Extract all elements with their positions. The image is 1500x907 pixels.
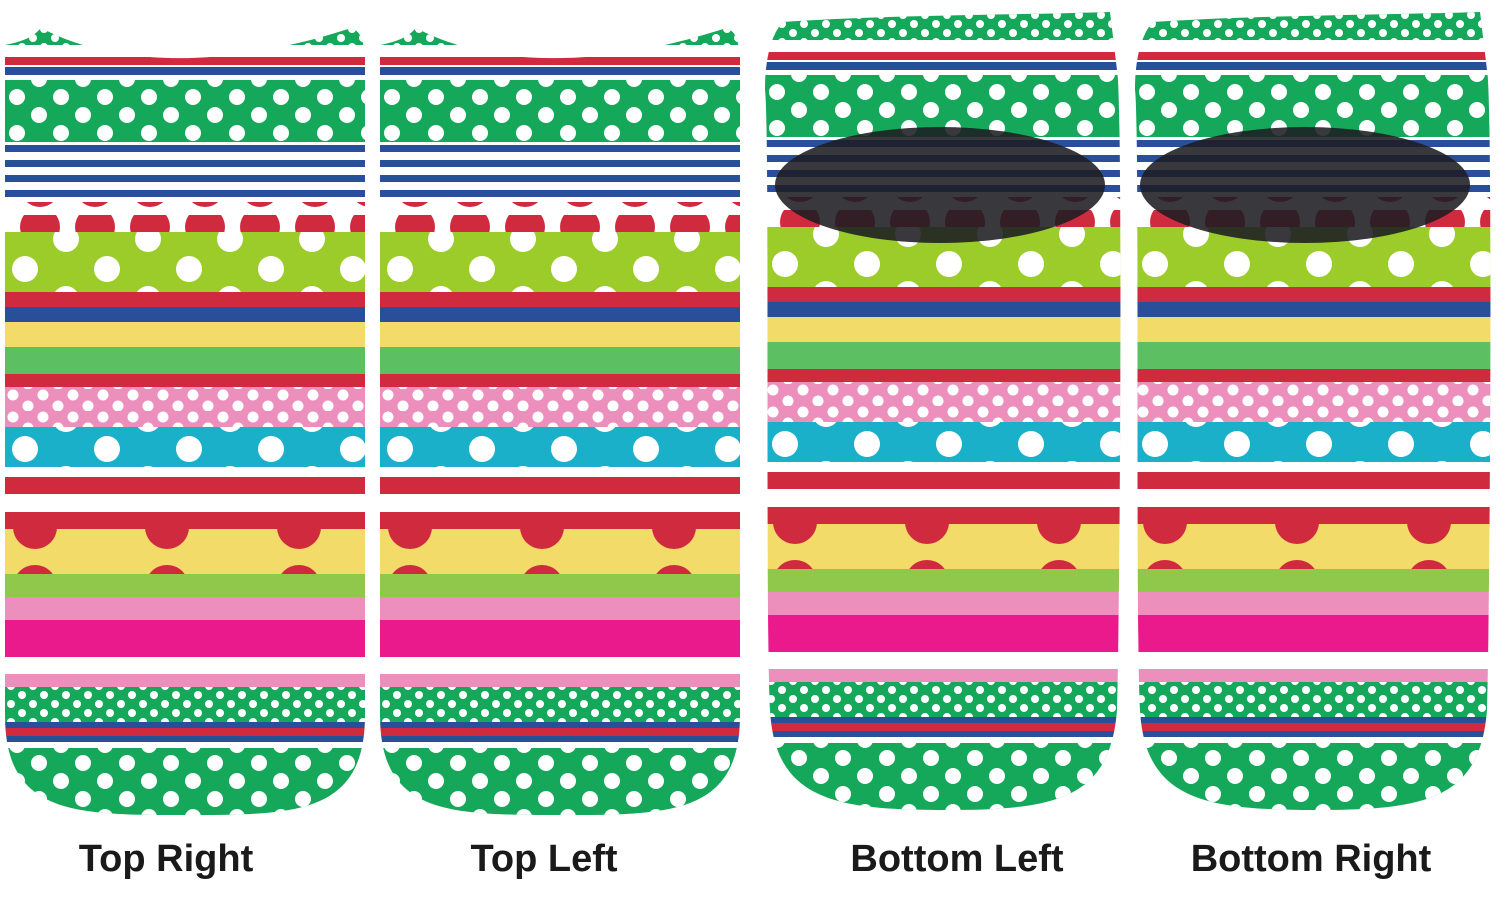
label-bottom-right: Bottom Right (1190, 838, 1432, 880)
sock-top-right (5, 28, 365, 815)
label-top-left: Top Left (470, 838, 618, 880)
sock-bottom-right (1135, 12, 1491, 810)
sock-bottom-left (765, 12, 1121, 810)
label-top-right: Top Right (78, 838, 254, 880)
heel-shadow (1140, 127, 1470, 243)
heel-shadow (775, 127, 1105, 243)
socks-illustration (5, 12, 1491, 815)
label-bottom-left: Bottom Left (850, 838, 1064, 880)
sock-top-left (380, 28, 740, 815)
